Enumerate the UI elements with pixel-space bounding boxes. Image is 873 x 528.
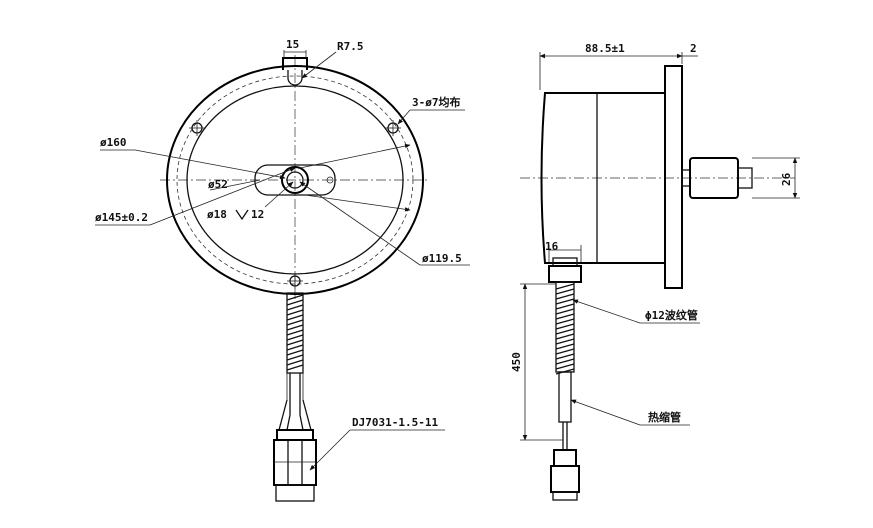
coil-turn: [555, 298, 575, 305]
shrink-tube: [558, 371, 572, 423]
mount-hole-right: [385, 120, 401, 136]
bolt-circle: [176, 75, 414, 285]
coil-turn: [286, 329, 304, 336]
mount-hole-left: [189, 120, 205, 136]
coil-turn: [286, 349, 304, 356]
coil-turn: [555, 288, 575, 295]
label-tab-radius: R7.5: [337, 40, 364, 53]
label-inner-dia: ø119.5: [422, 252, 462, 265]
center-hub: [254, 164, 336, 196]
coil-turn: [555, 353, 575, 360]
label-shaft: 26: [780, 172, 793, 186]
coil-turn: [286, 299, 304, 306]
counterbore-symbol: [235, 209, 249, 221]
nut: [548, 265, 582, 283]
coil-turn: [286, 304, 304, 311]
coil-turn: [555, 348, 575, 355]
label-hub-dia: ø52: [208, 178, 228, 191]
label-counterbore-depth: 12: [251, 208, 264, 221]
coil-turn: [555, 338, 575, 345]
side-connector-base: [552, 491, 578, 501]
coil-turn: [555, 318, 575, 325]
coil-turn: [555, 323, 575, 330]
label-shrink-tube: 热缩管: [648, 410, 681, 424]
side-connector-top: [553, 449, 577, 467]
mounting-tab: [282, 57, 308, 70]
coil-turn: [555, 293, 575, 300]
coil-turn: [286, 309, 304, 316]
front-cable: [278, 373, 312, 431]
coil-turn: [286, 319, 304, 326]
front-connector: [273, 429, 317, 502]
coil-turn: [555, 358, 575, 365]
label-counterbore: ø18: [207, 208, 227, 221]
coil-turn: [555, 308, 575, 315]
mounting-slot: [287, 70, 303, 86]
label-length: 450: [510, 352, 523, 372]
coil-turn: [555, 363, 575, 370]
label-tab-width: 15: [286, 38, 299, 51]
coil-turn: [555, 343, 575, 350]
hub-bore: [286, 171, 304, 189]
coil-turn: [286, 324, 304, 331]
label-holes: 3-ø7均布: [412, 95, 461, 109]
coil-turn: [286, 364, 304, 371]
label-connector: DJ7031-1.5-11: [352, 416, 438, 429]
coil-turn: [555, 328, 575, 335]
label-bolt-circle: ø145±0.2: [95, 211, 148, 224]
side-bellows-coil: [555, 283, 575, 375]
case-body: [540, 92, 666, 264]
label-outer-dia: ø160: [100, 136, 127, 149]
hub-pin: [326, 176, 334, 184]
coil-turn: [286, 294, 304, 301]
side-view: 88.5±1 2 26 16 450 ϕ12波纹管 热缩管: [510, 42, 800, 501]
coil-turn: [286, 314, 304, 321]
coil-turn: [286, 344, 304, 351]
coil-turn: [286, 334, 304, 341]
side-connector-body: [550, 465, 580, 493]
shaft-tip: [737, 167, 753, 189]
label-nut: 16: [545, 240, 559, 253]
label-depth: 88.5±1: [585, 42, 625, 55]
coil-turn: [555, 283, 575, 290]
coil-turn: [286, 354, 304, 361]
front-view: 15 R7.5 3-ø7均布 ø160 ø52 ø145±0.2 ø18 12 …: [95, 38, 470, 502]
coil-turn: [555, 313, 575, 320]
outer-rim: [166, 65, 424, 295]
label-flange: 2: [690, 42, 697, 55]
coil-turn: [555, 333, 575, 340]
coil-turn: [555, 303, 575, 310]
label-bellows: ϕ12波纹管: [645, 308, 698, 322]
front-bellows: [286, 292, 304, 374]
coil-turn: [286, 359, 304, 366]
hub-boss: [281, 166, 309, 194]
mount-hole-bottom: [287, 273, 303, 289]
flange: [664, 65, 683, 289]
coil-turn: [286, 339, 304, 346]
